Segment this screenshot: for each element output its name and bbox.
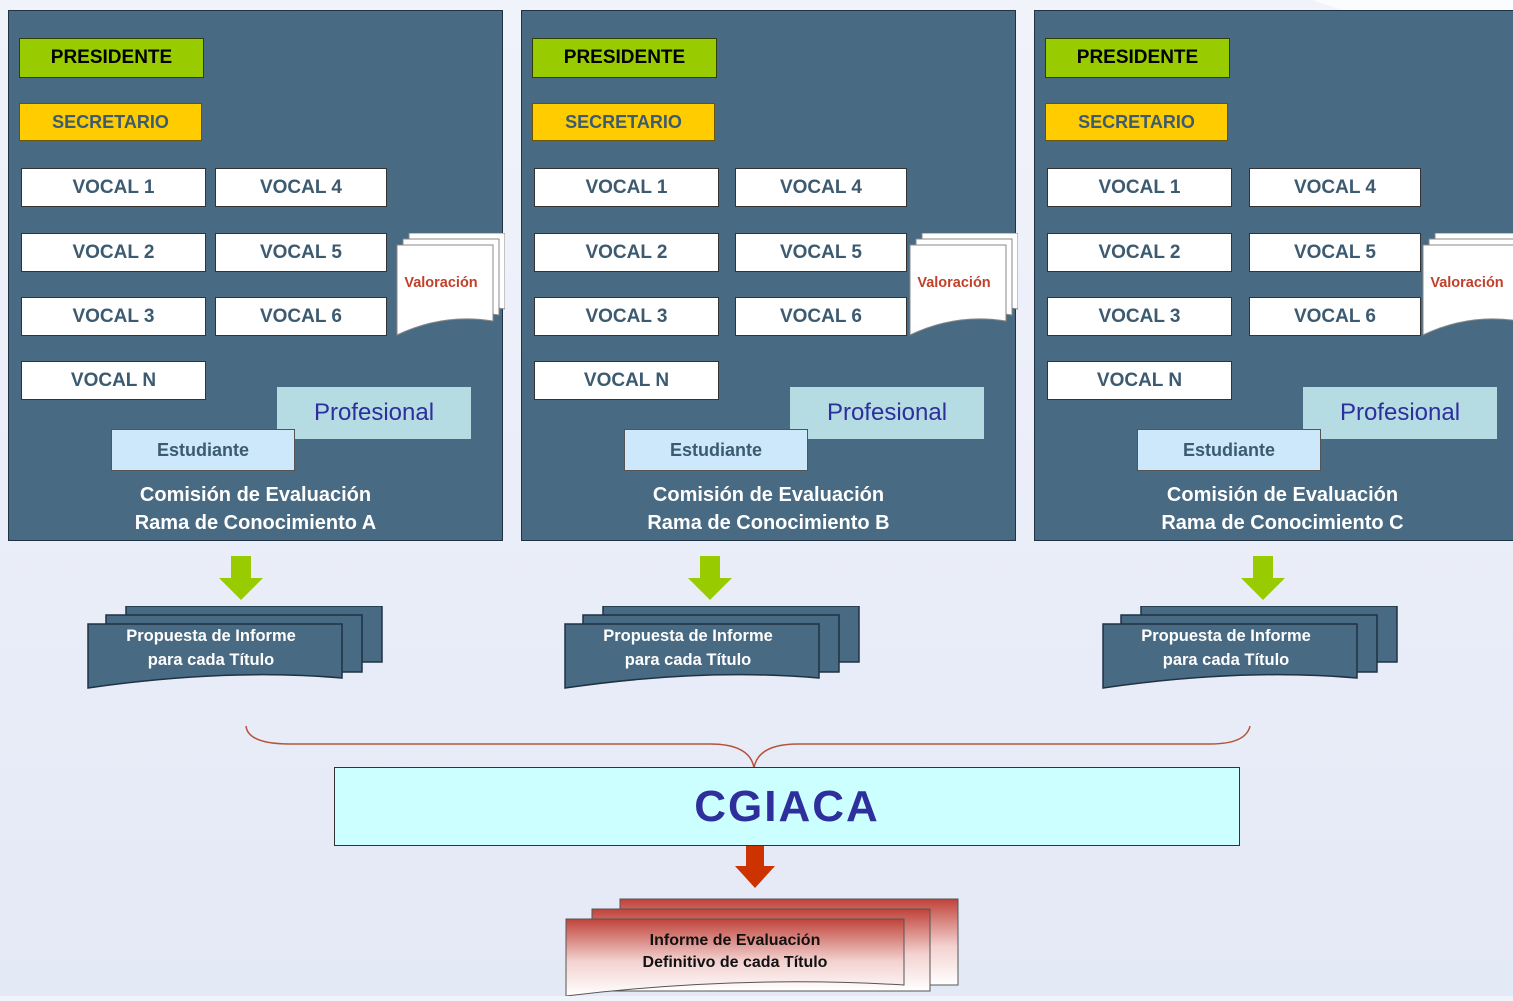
vocal-1-box: VOCAL 1 — [534, 168, 719, 207]
valoracion-label: Valoración — [1430, 275, 1504, 291]
valoracion-document-stack: Valoración — [395, 232, 506, 343]
merge-brace — [245, 725, 1251, 769]
proposal-label: Propuesta de Informe para cada Título — [86, 624, 336, 672]
secretary-box: SECRETARIO — [19, 103, 202, 141]
vocal-3-box: VOCAL 3 — [21, 297, 206, 336]
branch-name: Rama de Conocimiento A — [134, 512, 377, 534]
vocal-6-box: VOCAL 6 — [735, 297, 907, 336]
commission-caption: Comisión de Evaluación Rama de Conocimie… — [1035, 481, 1513, 537]
professional-box: Profesional — [277, 387, 471, 439]
vocal-6-box: VOCAL 6 — [215, 297, 387, 336]
down-arrow-icon — [688, 556, 732, 600]
commission-title: Comisión de Evaluación — [139, 484, 372, 506]
vocal-n-box: VOCAL N — [1047, 361, 1232, 400]
commission-title: Comisión de Evaluación — [652, 484, 885, 506]
commission-caption: Comisión de Evaluación Rama de Conocimie… — [9, 481, 502, 537]
vocal-5-box: VOCAL 5 — [1249, 233, 1421, 272]
proposal-line-2: para cada Título — [1162, 651, 1290, 669]
proposal-document-stack: Propuesta de Informe para cada Título — [563, 605, 863, 690]
cgiaca-box: CGIACA — [334, 767, 1240, 846]
final-report-line-2: Definitivo de cada Título — [642, 954, 828, 971]
vocal-4-box: VOCAL 4 — [215, 168, 387, 207]
vocal-5-box: VOCAL 5 — [735, 233, 907, 272]
vocal-2-box: VOCAL 2 — [1047, 233, 1232, 272]
commission-panel-c: PRESIDENTE SECRETARIO VOCAL 1 VOCAL 2 VO… — [1034, 10, 1513, 541]
down-arrow-icon — [735, 846, 775, 888]
down-arrow-icon — [1241, 556, 1285, 600]
vocal-4-box: VOCAL 4 — [735, 168, 907, 207]
vocal-2-box: VOCAL 2 — [534, 233, 719, 272]
branch-name: Rama de Conocimiento C — [1161, 512, 1404, 534]
vocal-3-box: VOCAL 3 — [1047, 297, 1232, 336]
proposal-document-stack: Propuesta de Informe para cada Título — [1101, 605, 1401, 690]
vocal-1-box: VOCAL 1 — [1047, 168, 1232, 207]
commission-panel-a: PRESIDENTE SECRETARIO VOCAL 1 VOCAL 2 VO… — [8, 10, 506, 541]
professional-box: Profesional — [1303, 387, 1497, 439]
down-arrow-icon — [219, 556, 263, 600]
student-box: Estudiante — [111, 429, 295, 471]
branch-name: Rama de Conocimiento B — [647, 512, 890, 534]
commission-panel-b: PRESIDENTE SECRETARIO VOCAL 1 VOCAL 2 VO… — [521, 10, 1019, 541]
vocal-n-box: VOCAL N — [534, 361, 719, 400]
valoracion-label: Valoración — [917, 275, 991, 291]
professional-box: Profesional — [790, 387, 984, 439]
proposal-line-1: Propuesta de Informe — [603, 627, 773, 645]
proposal-line-2: para cada Título — [147, 651, 275, 669]
proposal-line-2: para cada Título — [624, 651, 752, 669]
commission-caption: Comisión de Evaluación Rama de Conocimie… — [522, 481, 1015, 537]
valoracion-document-stack: Valoración — [908, 232, 1019, 343]
valoracion-document-stack: Valoración — [1421, 233, 1513, 343]
vocal-3-box: VOCAL 3 — [534, 297, 719, 336]
president-box: PRESIDENTE — [19, 38, 204, 78]
valoracion-label: Valoración — [404, 275, 478, 291]
president-box: PRESIDENTE — [532, 38, 717, 78]
vocal-1-box: VOCAL 1 — [21, 168, 206, 207]
proposal-document-stack: Propuesta de Informe para cada Título — [86, 605, 386, 690]
proposal-line-1: Propuesta de Informe — [1141, 627, 1311, 645]
vocal-4-box: VOCAL 4 — [1249, 168, 1421, 207]
student-box: Estudiante — [624, 429, 808, 471]
final-report-label: Informe de Evaluación Definitivo de cada… — [570, 930, 900, 974]
proposal-label: Propuesta de Informe para cada Título — [1101, 624, 1351, 672]
student-box: Estudiante — [1137, 429, 1321, 471]
final-report-document-stack: Informe de Evaluación Definitivo de cada… — [560, 825, 980, 997]
president-box: PRESIDENTE — [1045, 38, 1230, 78]
proposal-label: Propuesta de Informe para cada Título — [563, 624, 813, 672]
final-report-line-1: Informe de Evaluación — [649, 932, 821, 949]
vocal-6-box: VOCAL 6 — [1249, 297, 1421, 336]
proposal-line-1: Propuesta de Informe — [126, 627, 296, 645]
vocal-n-box: VOCAL N — [21, 361, 206, 400]
commission-title: Comisión de Evaluación — [1166, 484, 1399, 506]
secretary-box: SECRETARIO — [532, 103, 715, 141]
vocal-2-box: VOCAL 2 — [21, 233, 206, 272]
secretary-box: SECRETARIO — [1045, 103, 1228, 141]
vocal-5-box: VOCAL 5 — [215, 233, 387, 272]
